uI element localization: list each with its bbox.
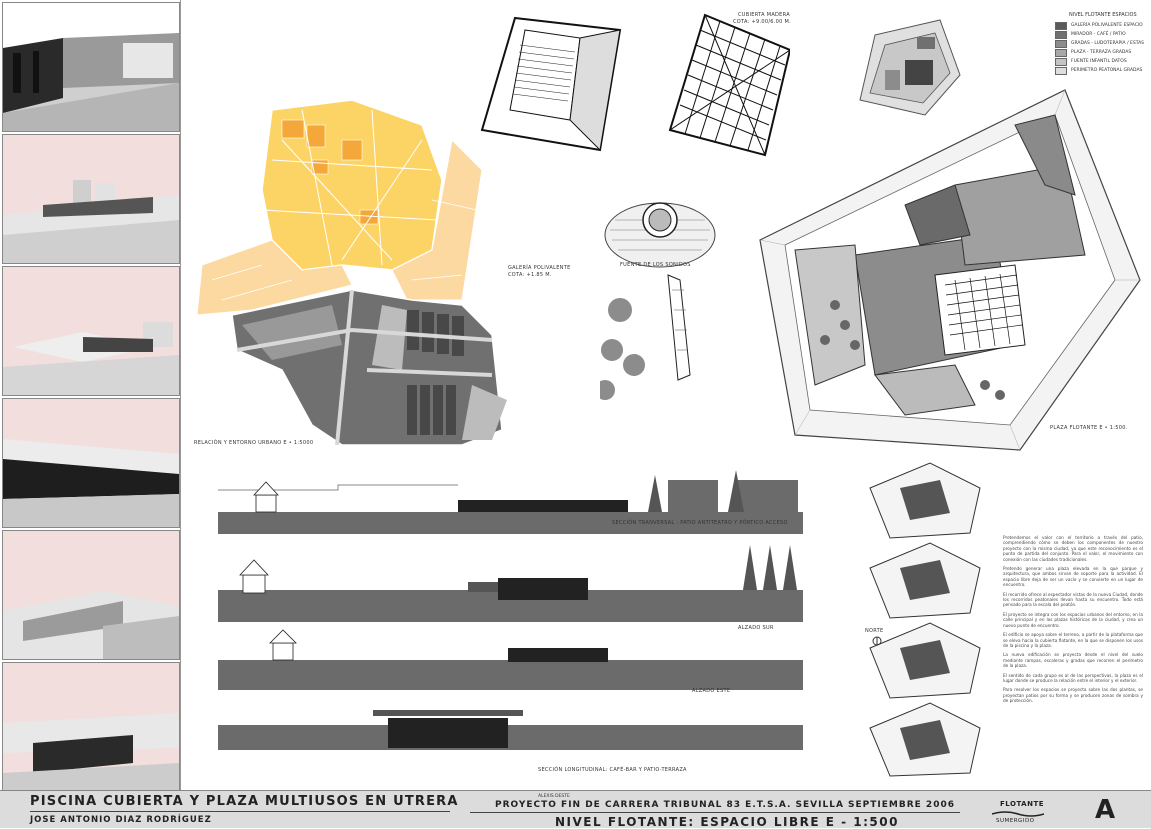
divider	[30, 811, 450, 812]
north-label: NORTE	[865, 628, 884, 634]
roof-label: CUBIERTA MADERA	[738, 12, 790, 18]
roof-plan-1	[480, 16, 622, 152]
nav-level-sumergido: SUMERGIDO	[996, 818, 1035, 824]
render-view-2	[2, 134, 180, 264]
urban-plan-label: RELACIÓN Y ENTORNO URBANO E • 1:5000	[194, 440, 314, 446]
elevation-east	[218, 629, 803, 690]
render-sidebar	[0, 0, 181, 792]
title-block: PISCINA CUBIERTA Y PLAZA MULTIUSOS EN UT…	[0, 790, 1151, 829]
level-title: NIVEL FLOTANTE: ESPACIO LIBRE E - 1:500	[555, 815, 899, 829]
legend-item: FUENTE INFANTIL DATOS	[1055, 57, 1150, 66]
memoria-paragraph: El edificio se apoya sobre el terreno, a…	[1003, 632, 1143, 648]
roof-plans	[480, 13, 790, 157]
memoria-paragraph: Pretendemos el valor con el territorio a…	[1003, 535, 1143, 562]
project-info: PROYECTO FIN DE CARRERA TRIBUNAL 83 E.T.…	[495, 800, 955, 810]
gallery-label: GALERÍA POLIVALENTE	[508, 265, 571, 271]
legend-item: MIRADOR - CAFÉ / PATIO	[1055, 30, 1150, 39]
legend-item: PLAZA - TERRAZA GRADAS	[1055, 48, 1150, 57]
key-plan	[859, 19, 961, 116]
memoria-paragraph: Para resolver los espacios se proyecta s…	[1003, 687, 1143, 704]
key-plan-series	[869, 462, 981, 777]
section-long-label: SECCIÓN LONGITUDINAL: CAFÉ-BAR Y PATIO-T…	[538, 767, 687, 773]
fountain-plan	[600, 202, 716, 400]
elevation-east-label: ALZADO ESTE	[692, 688, 731, 694]
fountain-label: FUENTE DE LOS SONIDOS	[620, 262, 691, 268]
legend-item: GRADAS - LUDOTERAPIA / ESTAS	[1055, 39, 1150, 48]
render-view-1	[2, 2, 180, 132]
plaza-label: PLAZA FLOTANTE E • 1:500.	[1050, 425, 1128, 431]
legend-title: NIVEL FLOTANTE ESPACIOS	[1069, 12, 1137, 18]
roof-cota-label: COTA: +9.00/6.00 M.	[733, 19, 792, 25]
render-view-5	[2, 530, 180, 660]
roof-plan-2	[668, 13, 790, 157]
sheet-letter: A	[1095, 795, 1116, 825]
author-name: JOSE ANTONIO DIAZ RODRÍGUEZ	[30, 815, 212, 825]
plaza-plan	[759, 89, 1141, 451]
section-transversal-label: SECCIÓN TRANVERSAL : PATIO ANTITEATRO Y …	[612, 520, 788, 526]
memoria-paragraph: El recorrido ofrece al espectador vistas…	[1003, 591, 1143, 608]
north-icon	[872, 636, 882, 646]
key-plan-4	[869, 702, 981, 777]
level-nav: FLOTANTE SUMERGIDO	[988, 794, 1048, 826]
gallery-cota-label: COTA: +1.85 M.	[508, 272, 552, 278]
project-title: PISCINA CUBIERTA Y PLAZA MULTIUSOS EN UT…	[30, 794, 459, 809]
wave-icon	[992, 811, 1044, 817]
render-view-3	[2, 266, 180, 396]
memoria-paragraph: La nueva edificación se proyecta desde e…	[1003, 652, 1143, 669]
memoria-text: Pretendemos el valor con el territorio a…	[1003, 535, 1143, 708]
memoria-paragraph: El proyecto se integra con los espacios …	[1003, 611, 1143, 628]
sheet-subtitle: ALEXIS DESTE	[538, 794, 570, 799]
urban-plan	[196, 100, 507, 445]
render-view-6	[2, 662, 180, 792]
render-view-4	[2, 398, 180, 528]
sections-elevations	[218, 470, 803, 750]
key-plan-3	[869, 622, 981, 699]
divider	[470, 812, 960, 813]
key-plan-2	[869, 542, 981, 619]
legend-item: PERIMETRO PEATONAL GRADAS	[1055, 66, 1150, 75]
legend-item: GALERÍA POLIVALENTE ESPACIO	[1055, 21, 1150, 30]
section-longitudinal	[218, 710, 803, 750]
legend: NIVEL FLOTANTE ESPACIOS GALERÍA POLIVALE…	[1055, 12, 1150, 75]
section-transversal	[218, 470, 803, 534]
memoria-paragraph: Pretendo generar una plaza elevada en la…	[1003, 566, 1143, 588]
memoria-paragraph: El sentido de cada grupo es al de las pe…	[1003, 672, 1143, 683]
elevation-south-label: ALZADO SUR	[738, 625, 774, 631]
elevation-south	[218, 545, 803, 622]
key-plan-1	[869, 462, 981, 539]
nav-level-flotante: FLOTANTE	[1000, 800, 1045, 808]
